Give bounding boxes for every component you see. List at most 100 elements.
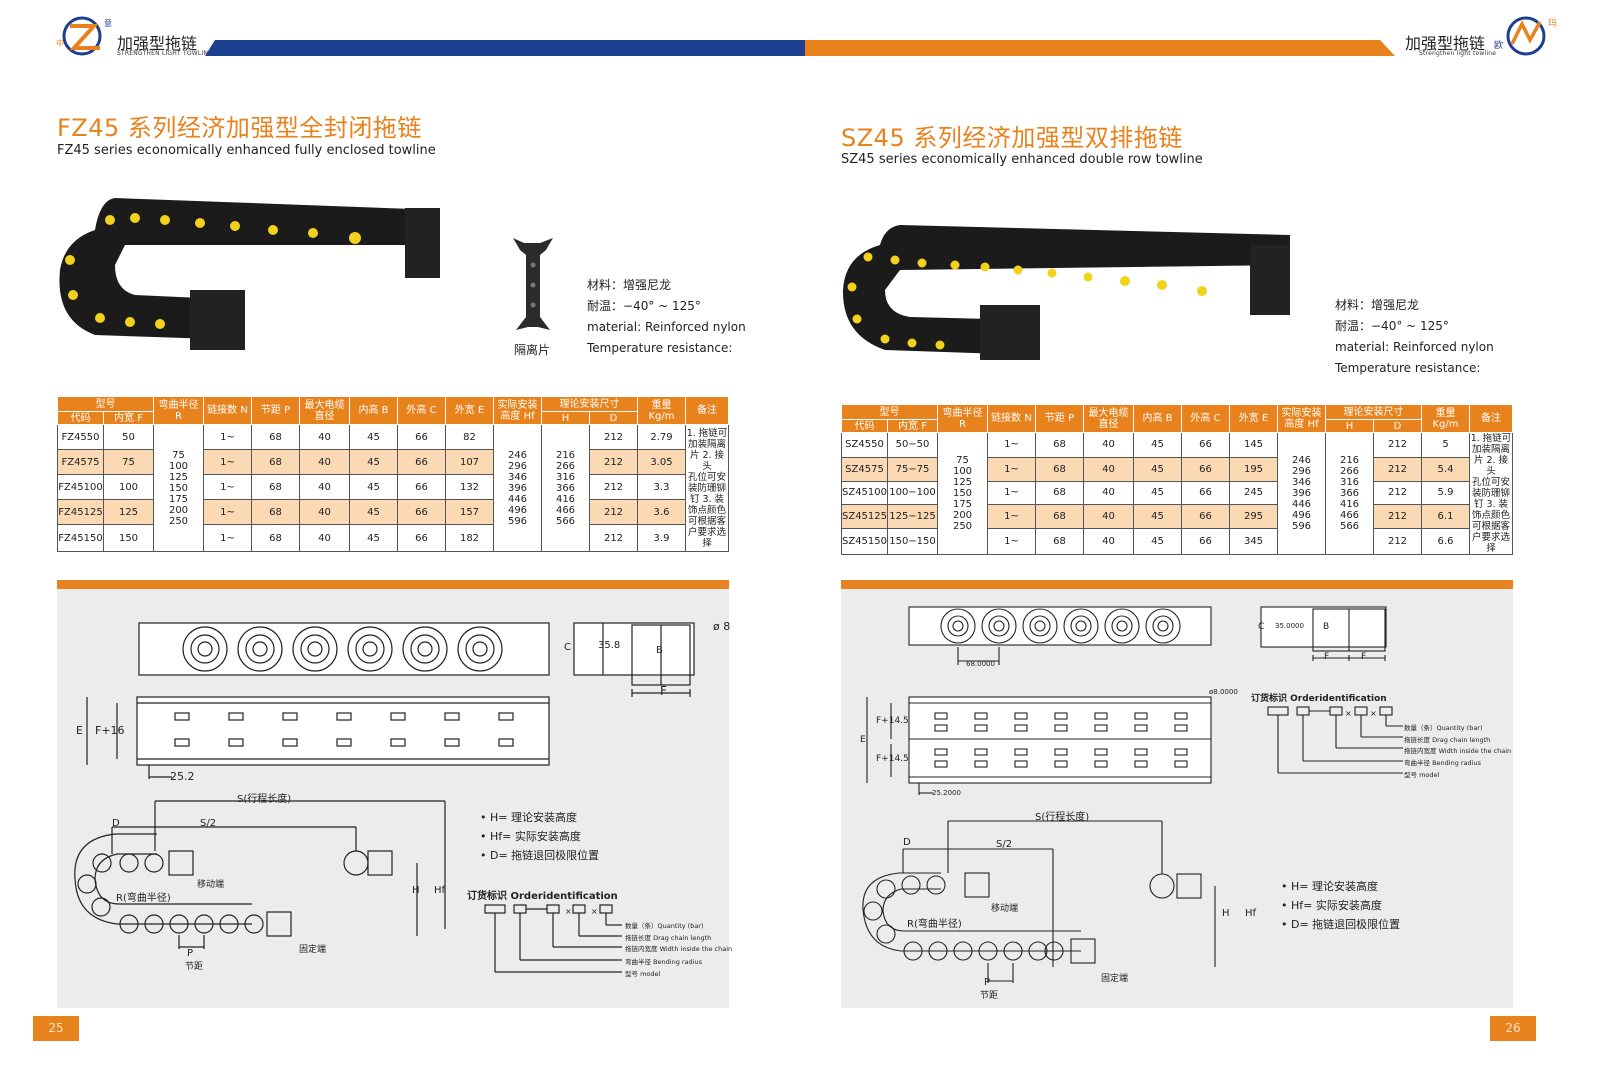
- left-dim-f: F: [660, 684, 667, 698]
- cell-weight: 5.9: [1421, 480, 1470, 506]
- left-th-h: H: [541, 411, 590, 425]
- cell-links: 1~: [203, 449, 252, 475]
- cell-cable: 40: [1083, 456, 1134, 482]
- table-row: SZ4575 75−75 1~ 68 40 45 66 195 212 5.4: [841, 456, 1513, 482]
- cell-pitch: 68: [251, 499, 300, 525]
- cell-d: 212: [589, 474, 638, 500]
- right-logo-mark: [1506, 16, 1546, 56]
- cell-b: 45: [1133, 480, 1182, 506]
- cell-d: 212: [589, 449, 638, 475]
- left-th-outer-width: 外宽 E: [445, 396, 494, 425]
- cell-links: 1~: [987, 480, 1036, 506]
- cell-hf-merged: 246 296 346 396 446 496 596: [493, 424, 542, 552]
- left-order-model: 型号 model: [625, 970, 661, 978]
- cell-code: SZ45150: [841, 528, 888, 555]
- left-th-code: 代码: [57, 411, 104, 425]
- left-order-title: 订货标识 Orderidentification: [467, 891, 618, 902]
- left-title-en: FZ45 series economically enhanced fully …: [57, 143, 436, 158]
- cell-weight: 2.79: [637, 424, 686, 450]
- right-th-links: 链接数 N: [987, 404, 1036, 433]
- right-th-weight: 重量 Kg/m: [1421, 404, 1470, 433]
- svg-text:×: ×: [591, 907, 598, 916]
- spacer-image: [513, 238, 553, 330]
- left-brand-en: STRENGTHEN LIGHT TOWLINE: [117, 50, 213, 57]
- right-th-note: 备注: [1469, 404, 1513, 433]
- right-legend-h: H= 理论安装高度: [1281, 877, 1400, 896]
- table-row: FZ45100 100 1~ 68 40 45 66 132 212 3.3: [57, 474, 729, 500]
- left-spec-material-cn: 材料：增强尼龙: [587, 278, 672, 292]
- cell-width: 50−50: [887, 432, 938, 458]
- right-specs: 材料：增强尼龙 耐温：−40° ~ 125° material: Reinfor…: [1335, 295, 1494, 379]
- left-hf-label: Hf: [434, 885, 446, 896]
- cell-pitch: 68: [251, 524, 300, 552]
- table-row: SZ45100 100−100 1~ 68 40 45 66 245 212 5…: [841, 480, 1513, 506]
- left-title-cn: FZ45 系列经济加强型全封闭拖链: [57, 114, 422, 142]
- left-p-label: P: [187, 948, 194, 959]
- cell-links: 1~: [203, 424, 252, 450]
- table-row: FZ4550 50 75 100 125 150 175 200 250 1~ …: [57, 424, 729, 552]
- cell-pitch: 68: [251, 424, 300, 450]
- cell-pitch: 68: [1035, 504, 1084, 530]
- cell-e: 245: [1229, 480, 1278, 506]
- right-logo-char-1: 欧: [1494, 41, 1504, 51]
- table-row: SZ45125 125−125 1~ 68 40 45 66 295 212 6…: [841, 504, 1513, 530]
- right-title-cn: SZ45 系列经济加强型双排拖链: [841, 124, 1183, 152]
- left-legend-d: D= 拖链退回极限位置: [480, 846, 599, 865]
- cell-width: 75: [103, 449, 154, 475]
- right-brand-cn: 加强型拖链: [1405, 34, 1486, 53]
- cell-cable: 40: [299, 474, 350, 500]
- right-th-actual-height: 实际安装高度 Hf: [1277, 404, 1326, 433]
- left-spec-table: 型号 弯曲半径 R 链接数 N 节距 P 最大电缆直径 内高 B 外高 C 外宽…: [57, 396, 729, 552]
- table-row: SZ45150 150−150 1~ 68 40 45 66 345 212 6…: [841, 528, 1513, 555]
- cell-d: 212: [1373, 504, 1422, 530]
- cell-links: 1~: [203, 524, 252, 552]
- left-th-weight: 重量 Kg/m: [637, 396, 686, 425]
- cell-b: 45: [1133, 504, 1182, 530]
- cell-radius-merged: 75 100 125 150 175 200 250: [937, 432, 988, 555]
- left-chain-photo: [59, 198, 440, 350]
- cell-code: SZ45125: [841, 504, 888, 530]
- left-th-inner-height: 内高 B: [349, 396, 398, 425]
- right-radius-label: R(弯曲半径): [907, 919, 962, 930]
- right-brand-en: Strengthen light towline: [1419, 50, 1497, 57]
- left-legend: H= 理论安装高度 Hf= 实际安装高度 D= 拖链退回极限位置: [480, 808, 599, 865]
- left-logo-char-1: 中: [56, 39, 64, 48]
- cell-e: 107: [445, 449, 494, 475]
- left-th-radius: 弯曲半径 R: [153, 396, 204, 425]
- left-spec-material-en: material: Reinforced nylon: [587, 320, 746, 334]
- cell-b: 45: [349, 499, 398, 525]
- cell-width: 125−125: [887, 504, 938, 530]
- cell-weight: 3.05: [637, 449, 686, 475]
- right-spec-temp-cn: 耐温：−40° ~ 125°: [1335, 319, 1449, 333]
- left-pitch-label: 节距: [185, 962, 204, 972]
- right-s-label: S(行程长度): [1035, 812, 1090, 823]
- cell-cable: 40: [1083, 432, 1134, 458]
- left-panel-bar: [57, 580, 729, 589]
- right-th-h: H: [1325, 419, 1374, 433]
- left-page-number: 25: [33, 1016, 79, 1041]
- right-dim-f145b: F+14.5: [876, 754, 909, 764]
- left-dim-c: C: [564, 642, 571, 653]
- cell-e: 195: [1229, 456, 1278, 482]
- left-brand-cn: 加强型拖链: [117, 34, 198, 53]
- table-row: FZ45150 150 1~ 68 40 45 66 182 212 3.9: [57, 524, 729, 552]
- cell-code: FZ45125: [57, 499, 104, 525]
- cell-pitch: 68: [251, 474, 300, 500]
- cell-e: 345: [1229, 528, 1278, 555]
- right-th-theory-size: 理论安装尺寸: [1325, 404, 1422, 420]
- right-page-number: 26: [1490, 1016, 1536, 1041]
- cell-links: 1~: [203, 499, 252, 525]
- cell-c: 66: [1181, 456, 1230, 482]
- cell-e: 132: [445, 474, 494, 500]
- right-order-model: 型号 model: [1404, 771, 1440, 779]
- right-fixed-end: 固定端: [1101, 974, 1129, 984]
- spacer-label: 隔离片: [514, 343, 551, 357]
- left-s2-label: S/2: [200, 818, 217, 829]
- right-dim-c: C: [1258, 622, 1265, 632]
- cell-e: 145: [1229, 432, 1278, 458]
- right-th-inner-height: 内高 B: [1133, 404, 1182, 433]
- cell-code: FZ45150: [57, 524, 104, 552]
- right-spec-material-en: material: Reinforced nylon: [1335, 340, 1494, 354]
- right-s2-label: S/2: [996, 839, 1013, 850]
- cell-e: 182: [445, 524, 494, 552]
